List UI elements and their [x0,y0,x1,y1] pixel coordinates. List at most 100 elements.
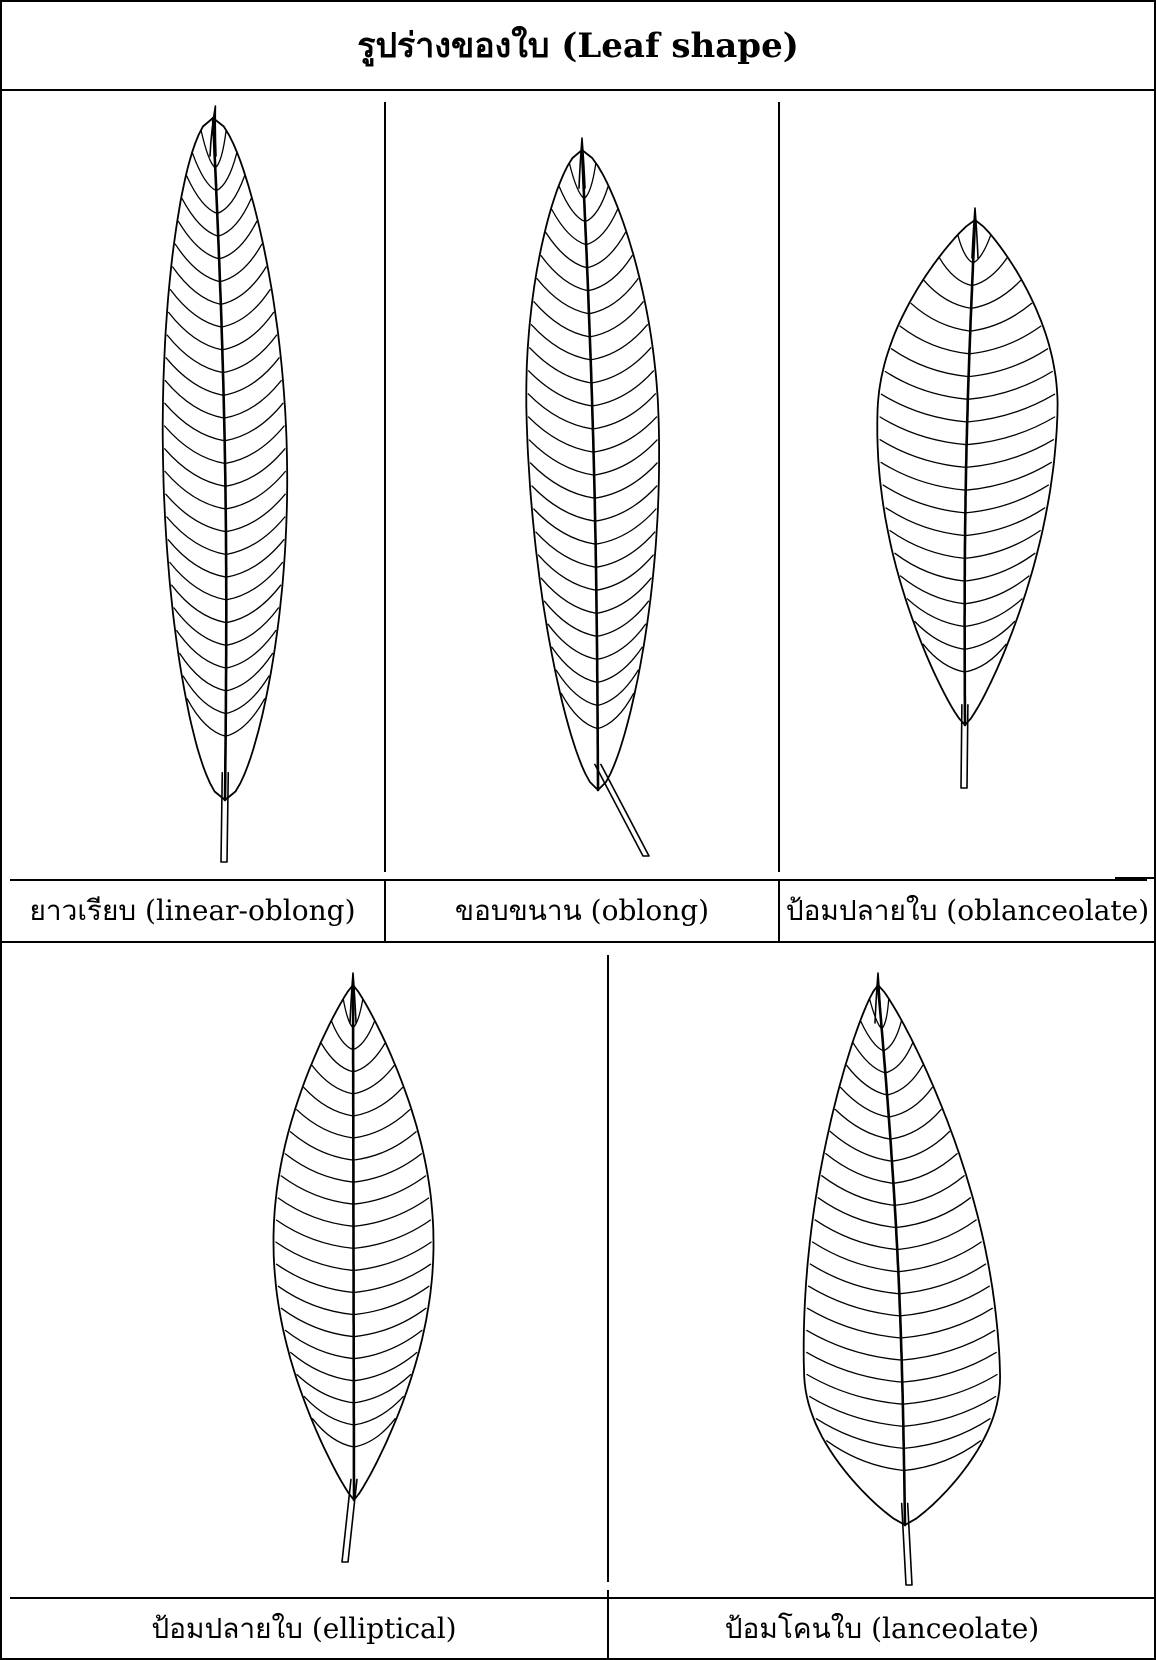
leaf-vein [880,417,967,445]
label-linear-oblong: ยาวเรียบ (linear-oblong) [0,880,385,942]
leaf-vein [552,647,597,682]
leaf-vein [218,199,251,237]
leaf-vein [816,1419,904,1449]
leaf-vein [808,1308,902,1338]
leaf-vein [559,187,585,222]
leaf-vein [529,371,593,406]
leaf-vein [531,325,590,360]
leaf-vein [880,440,966,468]
leaf-vein [892,349,969,377]
elliptical-leaf-icon [274,973,434,1562]
label-lanceolate: ป้อมโคนใบ (lanceolate) [608,1598,1156,1660]
leaf-vein [353,1021,374,1049]
leaf-vein [175,244,220,282]
leaf-vein [903,1375,997,1405]
leaf-vein [881,394,967,422]
leaf-vein [313,1419,354,1447]
leaf-vein [940,258,973,286]
leaf-vein [588,256,632,291]
leaf-petiole [902,1503,912,1585]
leaf-vein [972,258,1007,286]
leaf-outline [804,985,1000,1525]
leaf-vein [973,235,991,263]
leaf-vein [853,1043,885,1073]
leaf-vein [885,1043,912,1073]
leaf-vein [591,325,648,360]
leaf-vein [815,1220,897,1250]
leaf-vein [561,693,597,728]
leaf-vein [898,1242,981,1272]
leaf-vein [861,1021,884,1051]
leaf-vein [807,1375,903,1405]
leaf-vein [224,381,281,419]
leaf-vein [215,131,226,169]
leaf-vein [529,440,594,475]
leaf-vein [222,290,271,328]
leaf-vein [890,1109,941,1139]
leaf-vein [592,348,651,383]
leaf-vein [899,1264,985,1294]
leaf-vein [544,601,597,636]
leaf-vein [901,1308,992,1338]
leaf-vein [552,210,586,245]
leaf-vein [546,233,587,268]
leaf-vein [897,1220,976,1250]
leaf-vein [226,585,280,623]
leaf-vein [597,647,642,682]
leaf-vein [537,279,589,314]
leaf-vein [813,1242,899,1272]
leaf-vein [841,1087,889,1117]
leaf-vein [896,1198,970,1228]
leaf-vein [809,1286,901,1316]
leaf-vein [593,394,656,429]
leaf-vein [174,608,226,646]
leaf-vein [827,1441,904,1471]
leaf-vein [193,153,217,191]
leaf-vein [220,244,262,282]
leaf-vein [882,999,889,1029]
leaf-vein [895,1176,964,1206]
leaf-vein [354,1419,395,1447]
leaf-midrib [353,985,354,1500]
leaf-vein [830,1132,892,1162]
leaf-vein [810,1264,899,1294]
leaf-vein [903,1397,995,1427]
leaf-midrib [878,985,905,1525]
leaf-vein [969,326,1040,354]
leaf-vein [884,1021,902,1051]
linear-oblong-leaf-icon [163,106,288,862]
leaf-vein [178,221,219,259]
leaf-midrib [213,118,226,800]
leaf-vein [911,303,970,331]
leaf-vein [530,348,592,383]
leaf-vein [584,163,596,198]
leaf-vein [587,233,625,268]
leaf-vein [596,509,656,544]
leaf-vein [541,256,588,291]
oblanceolate-leaf-icon [877,208,1057,788]
leaf-vein [182,199,218,237]
leaf-vein [222,312,273,350]
leaf-vein [170,562,227,600]
leaf-vein [881,462,966,490]
leaf-vein [969,349,1048,377]
leaf-vein [589,279,638,314]
leaf-vein [592,371,653,406]
leaf-vein [596,532,655,567]
leaf-midrib [582,150,598,790]
leaf-vein [595,463,657,498]
leaf-vein [900,326,969,354]
leaf-vein [970,303,1031,331]
leaf-vein [217,176,244,214]
leaf-vein [810,1397,904,1427]
leaf-vein [822,1176,895,1206]
leaf-vein [226,631,276,669]
leaf-vein [892,1132,950,1162]
leaf-vein [173,267,221,305]
leaf-vein [224,358,280,396]
leaf-vein [902,1352,996,1382]
leaf-vein [172,585,227,623]
leaf-vein [226,653,273,691]
leaf-vein [187,176,218,214]
leaf-vein [170,290,221,328]
